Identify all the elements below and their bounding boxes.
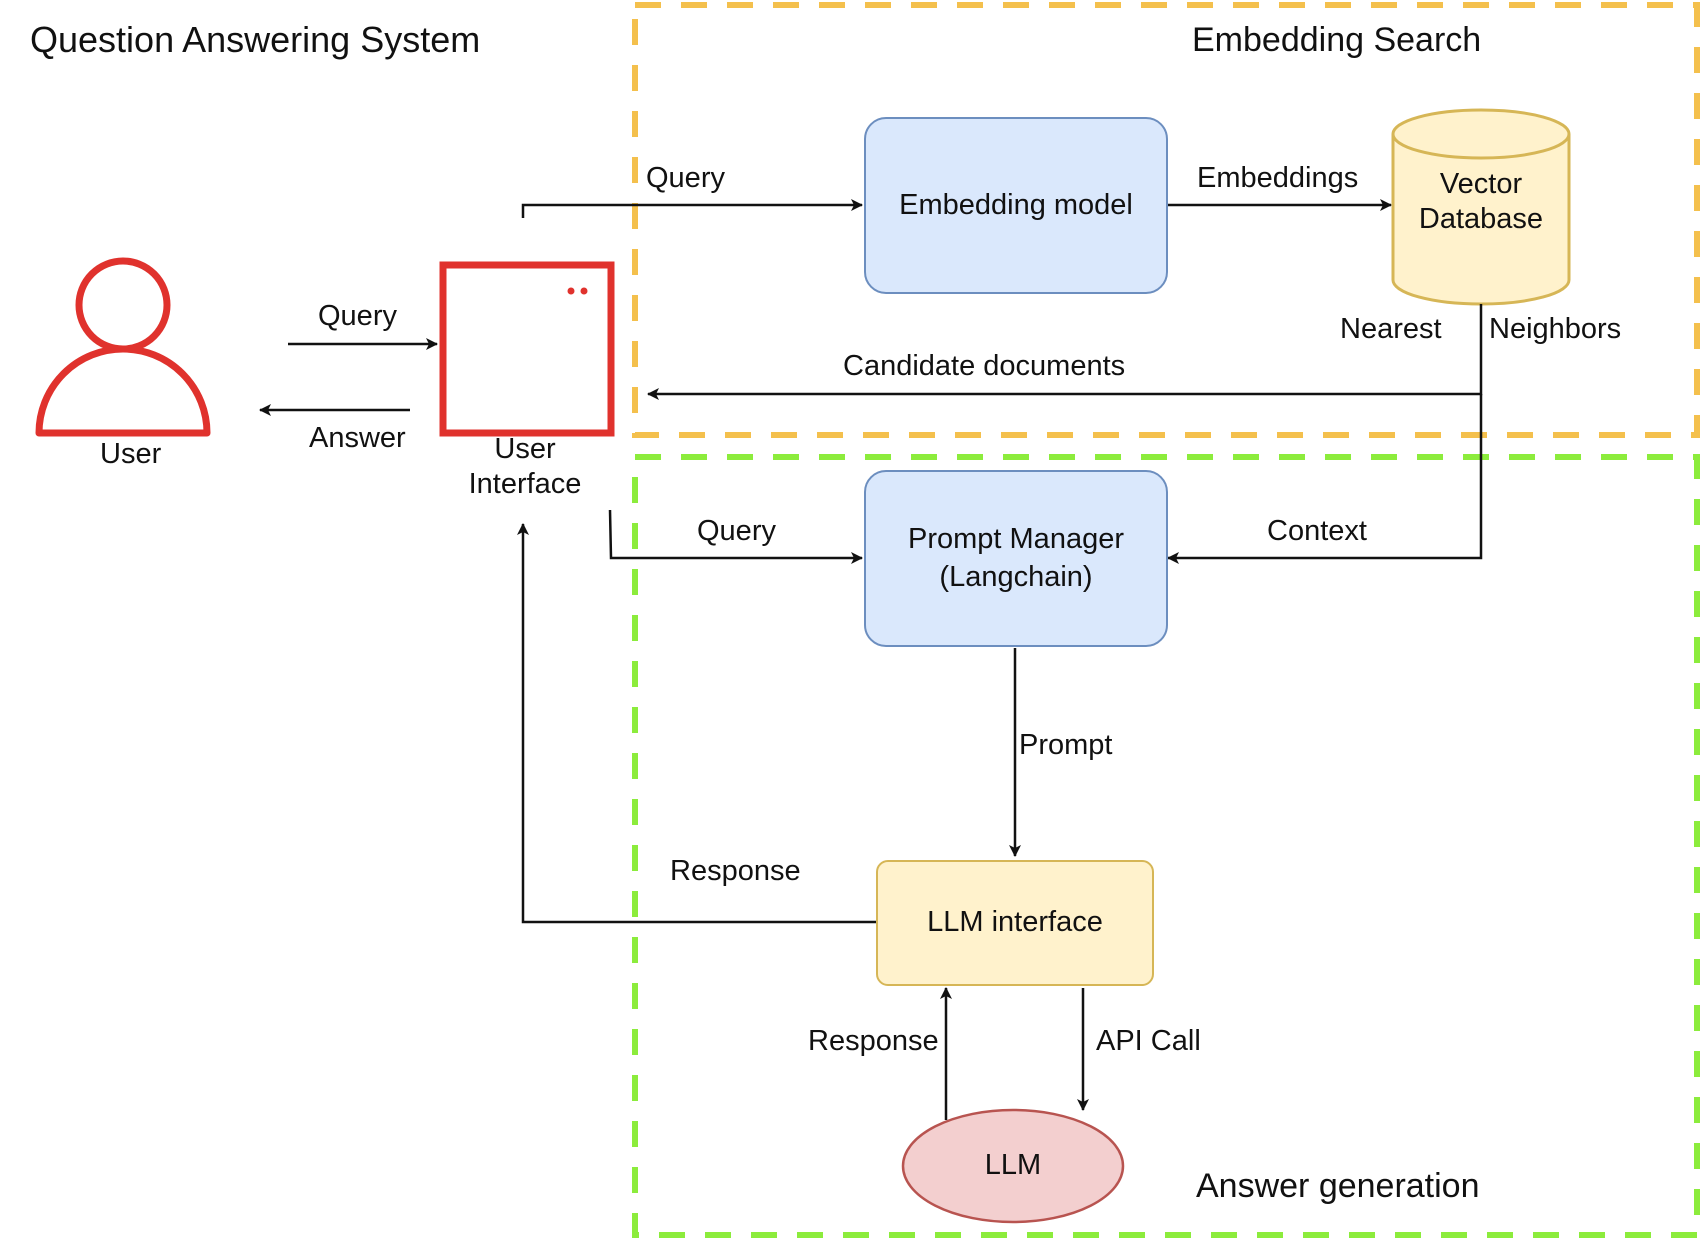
user-interface-label: User Interface	[455, 432, 595, 502]
edge-label-context: Context	[1267, 515, 1367, 547]
vector-database-label-line2: Database	[1418, 202, 1544, 235]
answer-generation-group	[632, 454, 1700, 1238]
embedding-search-title: Embedding Search	[1192, 21, 1482, 59]
edge-label-neighbors: Neighbors	[1489, 313, 1622, 345]
user-interface-label-line1: User	[494, 433, 556, 465]
embedding-search-group	[632, 2, 1700, 438]
prompt-manager-label-line2: (Langchain)	[939, 560, 1093, 593]
vector-database-label: Vector Database	[1393, 167, 1569, 237]
edge-label-ui-query-embedding: Query	[646, 162, 725, 194]
llm-interface-label: LLM interface	[927, 906, 1103, 939]
edge-label-embeddings: Embeddings	[1197, 162, 1359, 194]
prompt-manager-label-line1: Prompt Manager	[908, 522, 1124, 555]
edge-ui-to-embedding	[521, 199, 863, 218]
prompt-manager-node: Prompt Manager (Langchain)	[864, 470, 1168, 647]
user-label: User	[100, 438, 162, 470]
llm-label: LLM	[984, 1149, 1042, 1181]
vector-database-label-line1: Vector	[1439, 168, 1523, 200]
vector-database-cylinder	[1391, 108, 1571, 306]
user-icon	[35, 257, 211, 437]
edge-label-candidate-documents: Candidate documents	[843, 350, 1126, 382]
llm-interface-node: LLM interface	[876, 860, 1154, 986]
edge-label-response-ui: Response	[670, 855, 801, 887]
edge-label-nearest: Nearest	[1340, 313, 1442, 345]
edge-label-api-call: API Call	[1096, 1025, 1201, 1057]
edge-label-user-query: Query	[318, 300, 397, 332]
llm-ellipse	[901, 1108, 1125, 1224]
window-icon	[439, 261, 615, 437]
edge-label-ui-query-prompt: Query	[697, 515, 776, 547]
edge-label-prompt: Prompt	[1019, 729, 1113, 761]
edge-label-llm-response: Response	[808, 1025, 939, 1057]
user-interface-label-line2: Interface	[468, 467, 582, 500]
edge-context	[1167, 394, 1483, 564]
embedding-model-node: Embedding model	[864, 117, 1168, 294]
answer-generation-title: Answer generation	[1196, 1167, 1480, 1205]
edge-ui-to-prompt	[608, 509, 863, 564]
edge-label-answer: Answer	[309, 422, 406, 454]
diagram-title: Question Answering System	[30, 19, 481, 60]
edge-response-to-ui	[517, 523, 876, 924]
embedding-model-label: Embedding model	[899, 188, 1133, 221]
